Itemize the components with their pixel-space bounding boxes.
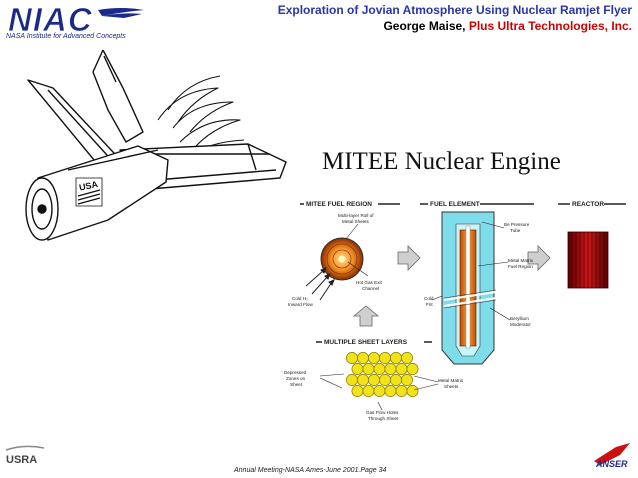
flow-arrow-right — [527, 245, 551, 271]
honeycomb-cell — [346, 352, 358, 364]
honeycomb-cell — [351, 363, 364, 375]
honeycomb-cell — [406, 385, 419, 397]
callout-pressure-tube: Be Pressure — [504, 222, 530, 227]
usra-swoosh-icon — [5, 445, 45, 451]
wing-line — [247, 143, 257, 171]
niac-swoosh-icon — [98, 8, 144, 18]
honeycomb-cell — [362, 385, 375, 397]
honeycomb-cell — [373, 363, 386, 375]
honeycomb-cell — [395, 385, 408, 397]
honeycomb-cell — [357, 374, 369, 386]
fuel-region-core — [320, 237, 364, 281]
mitee-engine-diagram: MITEE FUEL REGION FUEL ELEMENT REACTOR M… — [284, 201, 626, 421]
callout-moderator: Moderator — [510, 322, 531, 327]
honeycomb-cell — [379, 374, 391, 386]
page-title: Exploration of Jovian Atmosphere Using N… — [277, 3, 632, 17]
honeycomb-cell — [351, 385, 364, 397]
honeycomb-cell — [373, 385, 386, 397]
honeycomb-cell — [346, 374, 358, 386]
svg-text:REACTOR: REACTOR — [572, 201, 604, 208]
leader-line — [431, 221, 511, 321]
honeycomb-cell — [390, 352, 402, 364]
flow-arrow-up — [352, 305, 380, 327]
fuel-element-heading: FUEL ELEMENT — [420, 201, 534, 208]
honeycomb-cell — [384, 363, 397, 375]
anser-logo-text: ANSER — [595, 459, 628, 469]
usra-logo-text: USRA — [6, 454, 37, 466]
callout-multilayer-roll: Multi-layer Roll of — [338, 213, 374, 218]
callout-metal-matrix-sheets: Metal Matrix — [438, 378, 464, 383]
callout-sheets: Sheets — [444, 384, 459, 389]
callout-beryllium: Beryllium — [510, 316, 529, 321]
exhaust-plume — [157, 75, 245, 159]
intake-ring — [31, 188, 53, 230]
svg-text:FUEL ELEMENT: FUEL ELEMENT — [430, 201, 480, 208]
usra-logo: USRA — [5, 445, 45, 466]
wing-line — [155, 169, 277, 181]
honeycomb-sheet — [346, 352, 419, 397]
honeycomb-cell — [357, 352, 369, 364]
fuel-element — [441, 211, 497, 365]
callout-channel: Channel — [362, 286, 379, 291]
fuel-region-heading: MITEE FUEL REGION — [300, 201, 400, 208]
reactor-heading: REACTOR — [558, 201, 626, 208]
svg-text:MULTIPLE SHEET LAYERS: MULTIPLE SHEET LAYERS — [324, 339, 408, 346]
honeycomb-cell — [401, 352, 413, 364]
callout-metal-matrix-fuel: Metal Matrix — [508, 258, 534, 263]
callout-through-sheet: Through Sheet — [368, 416, 399, 421]
leader-line — [347, 261, 369, 277]
callout-cold: Cold — [424, 296, 434, 301]
ramjet-flyer-illustration: USA — [25, 50, 287, 241]
svg-text:MITEE FUEL REGION: MITEE FUEL REGION — [306, 201, 372, 208]
engine-title: MITEE Nuclear Engine — [322, 148, 561, 175]
callout-inward-flow: Inward Flow — [288, 302, 313, 307]
honeycomb-cell — [362, 363, 375, 375]
fuselage — [37, 145, 169, 241]
sheet-layers-heading: MULTIPLE SHEET LAYERS — [316, 339, 432, 346]
anser-logo: ANSER — [594, 443, 630, 469]
tail-line — [103, 55, 117, 83]
organization-name: Plus Ultra Technologies, Inc. — [468, 19, 632, 33]
upper-wing-line — [47, 89, 117, 166]
usa-marking: USA — [75, 177, 103, 207]
honeycomb-cell — [406, 363, 419, 375]
usa-text: USA — [78, 179, 99, 193]
honeycomb-cell — [390, 374, 402, 386]
footer-text: Annual Meeting-NASA Ames-June 2001.Page … — [234, 467, 387, 474]
callout-zones-on: Zones on — [286, 376, 306, 381]
flow-arrow-right — [397, 245, 421, 271]
niac-logo-text: NIAC — [8, 4, 93, 38]
honeycomb-cell — [395, 363, 408, 375]
callout-multilayer-roll-2: Metal Sheets — [342, 219, 370, 224]
niac-logo: NIAC — [8, 4, 144, 38]
honeycomb-cell — [384, 385, 397, 397]
vertical-tail — [92, 50, 144, 143]
honeycomb-cell — [368, 352, 380, 364]
callout-fuel-region: Fuel Region — [508, 264, 533, 269]
honeycomb-cell — [379, 352, 391, 364]
callout-cold-h2: Cold H₂ — [292, 296, 308, 301]
honeycomb-cell — [368, 374, 380, 386]
callout-hot-gas: Hot Gas Exit — [356, 280, 383, 285]
honeycomb-cell — [401, 374, 413, 386]
callout-frit: Frit — [426, 302, 433, 307]
leader-line — [319, 373, 439, 411]
leader-line — [345, 223, 359, 240]
reactor-block — [567, 231, 609, 289]
callout-pressure-tube-2: Tube — [510, 228, 521, 233]
fuselage-line — [67, 149, 159, 171]
intake-center — [37, 204, 47, 214]
niac-logo-subtitle: NASA Institute for Advanced Concepts — [6, 33, 126, 40]
author-name: George Maise, — [383, 19, 466, 33]
inflow-arrows — [305, 267, 335, 301]
anser-swoosh-icon — [594, 443, 630, 465]
page-subtitle: George Maise, Plus Ultra Technologies, I… — [383, 19, 632, 33]
callout-depressed: Depressed — [284, 370, 307, 375]
callout-sheet: Sheet — [290, 382, 303, 387]
callout-gas-flow-holes: Gas Flow Holes — [366, 410, 399, 415]
